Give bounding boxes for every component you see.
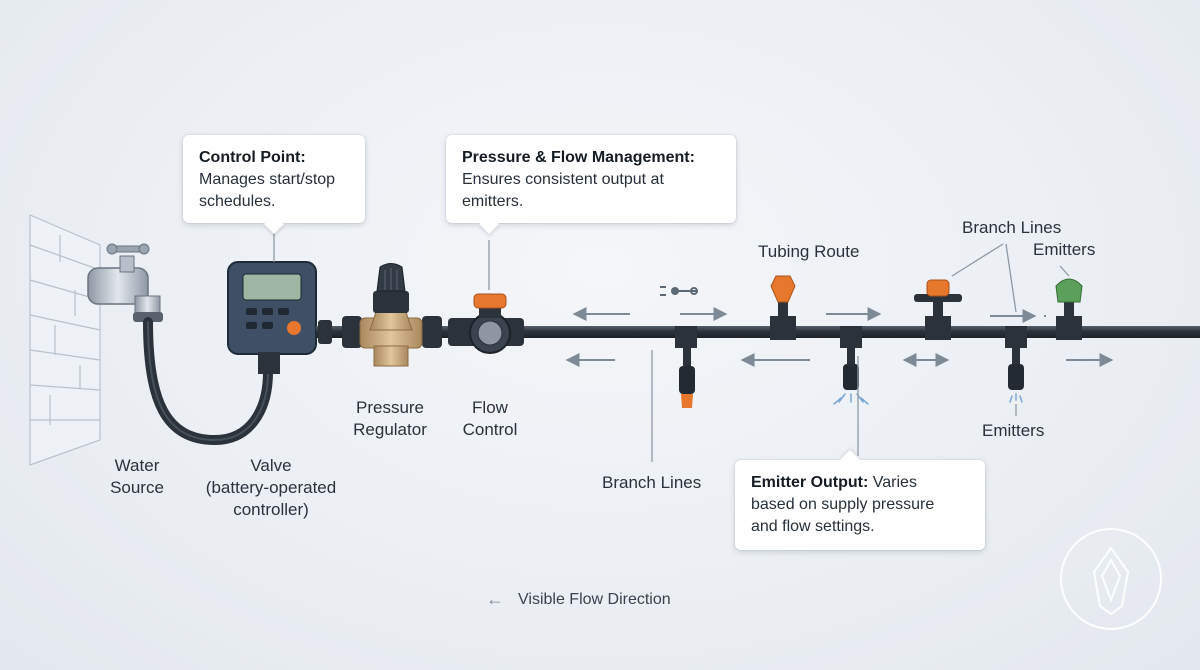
emitter-up-3 xyxy=(1055,278,1083,340)
coupling-fittings xyxy=(318,316,442,348)
callout-pressure-flow-title: Pressure & Flow Management: xyxy=(462,149,695,166)
emitter-up-1 xyxy=(770,275,796,340)
legend-text: Visible Flow Direction xyxy=(518,590,671,608)
callout-control-point-title: Control Point: xyxy=(199,149,306,166)
legend: ← Visible Flow Direction xyxy=(486,589,671,610)
label-flow-control-line-2: Control xyxy=(462,420,518,439)
label-emitters-bottom: Emitters xyxy=(982,421,1045,440)
label-valve-line-1: Valve xyxy=(250,456,292,475)
label-tubing-route: Tubing Route xyxy=(758,242,860,261)
leader-lines xyxy=(273,232,1070,462)
callout-control-point-body-2: schedules. xyxy=(199,193,276,210)
label-branch-lines-top: Branch Lines xyxy=(962,218,1062,237)
pressure-regulator xyxy=(359,263,423,367)
label-emitters-top: Emitters xyxy=(1033,240,1096,259)
emitter-up-2 xyxy=(914,279,962,340)
label-flow-control-line-1: Flow xyxy=(472,398,508,417)
label-water-source-line-1: Water xyxy=(114,456,160,475)
callout-pressure-flow: Pressure & Flow Management: Ensures cons… xyxy=(446,135,736,223)
label-water-source-line-2: Source xyxy=(110,478,164,497)
faucet xyxy=(87,243,163,322)
callout-emitter-output-body-1: based on supply pressure xyxy=(751,496,935,513)
label-branch-lines-bottom: Branch Lines xyxy=(602,473,702,492)
label-valve-line-2: (battery-operated xyxy=(205,478,337,497)
callout-emitter-output-title-rest: Varies xyxy=(868,474,917,491)
callout-pressure-flow-body-2: emitters. xyxy=(462,193,524,210)
callout-control-point-body-1: Manages start/stop xyxy=(199,171,336,188)
flow-control-valve xyxy=(448,293,524,354)
callout-control-point: Control Point: Manages start/stop schedu… xyxy=(183,135,365,223)
callout-emitter-output-body-2: and flow settings. xyxy=(751,518,875,535)
branch-down-2 xyxy=(833,326,869,405)
label-valve: Valve (battery-operated controller) xyxy=(196,455,346,521)
callout-emitter-output-title: Emitter Output: xyxy=(751,474,869,491)
battery-controller xyxy=(227,261,317,374)
flow-arrows xyxy=(565,307,1114,367)
left-arrow-icon: ← xyxy=(486,589,504,609)
watermark-circle xyxy=(1060,528,1162,630)
label-pressure-regulator-line-1: Pressure xyxy=(355,398,425,417)
label-flow-control: Flow Control xyxy=(452,397,528,441)
callout-pressure-flow-body-1: Ensures consistent output at xyxy=(462,171,664,188)
branch-down-1 xyxy=(675,326,697,408)
main-pipe xyxy=(316,326,1200,338)
label-pressure-regulator: Pressure Regulator xyxy=(340,397,440,441)
label-valve-line-3: controller) xyxy=(233,500,309,519)
label-water-source: Water Source xyxy=(100,455,174,499)
label-pressure-regulator-line-2: Regulator xyxy=(353,420,427,439)
callout-emitter-output: Emitter Output: Varies based on supply p… xyxy=(735,460,985,550)
tubing-route-icon xyxy=(660,286,698,296)
branch-down-3 xyxy=(1005,326,1027,403)
brick-wall xyxy=(29,214,101,466)
